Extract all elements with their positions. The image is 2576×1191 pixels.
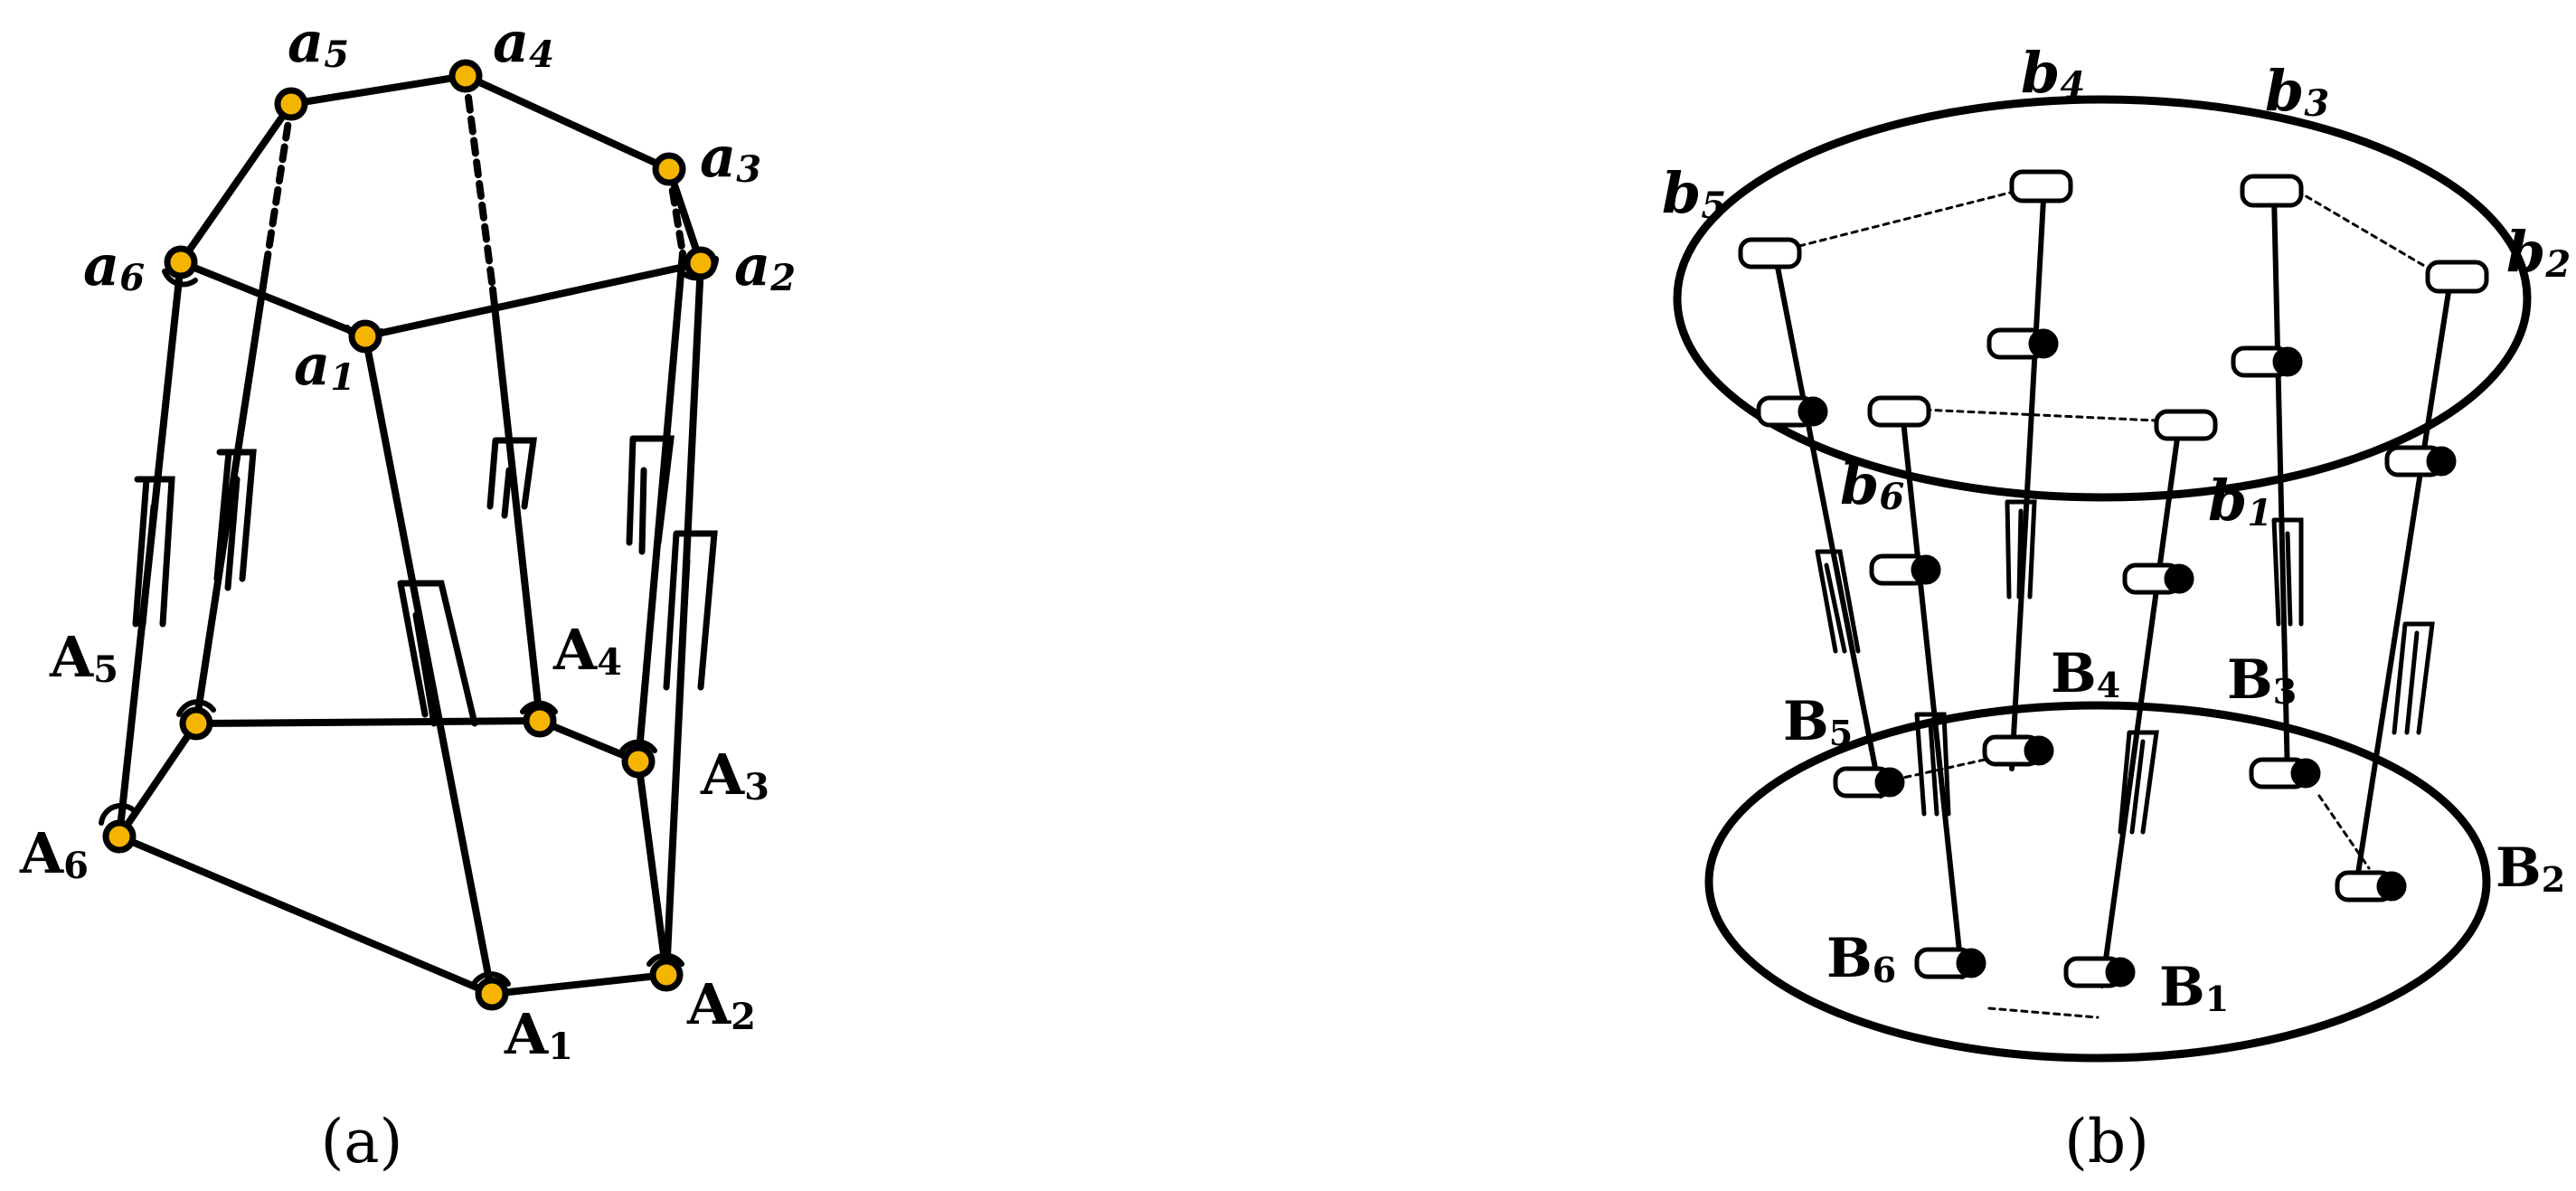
joint-a2 — [684, 246, 718, 280]
label-B1: B1 — [2159, 956, 2229, 1019]
label-A6: A6 — [19, 820, 89, 887]
joints-b — [1738, 169, 2489, 988]
label-B3: B3 — [2227, 648, 2297, 712]
legs-b — [1774, 192, 2453, 988]
label-B5: B5 — [1783, 690, 1853, 753]
label-b5: b5 — [1662, 160, 1726, 227]
joint-A1 — [475, 977, 509, 1011]
labels-a-lower: A1 A2 A3 A4 A5 A6 — [19, 617, 769, 1068]
label-b6: b6 — [1840, 451, 1904, 518]
hidden-edge-a5 — [263, 100, 295, 266]
panel-a — [99, 71, 719, 998]
actuator-sleeves-a — [132, 435, 718, 727]
leg-a5-A5 — [193, 259, 270, 727]
label-A4: A4 — [552, 617, 622, 684]
sleeves-b — [1815, 499, 2435, 835]
label-b2: b2 — [2506, 219, 2571, 286]
joint-a4 — [448, 59, 483, 93]
label-b3: b3 — [2265, 58, 2329, 125]
joint-A2 — [649, 958, 684, 992]
label-B4: B4 — [2051, 642, 2120, 705]
label-a2: a2 — [734, 232, 796, 299]
label-a4: a4 — [493, 9, 554, 76]
upper-ellipse-b — [1673, 95, 2532, 502]
label-a3: a3 — [700, 124, 761, 191]
label-A5: A5 — [49, 624, 118, 691]
joint-a6 — [164, 245, 198, 279]
joint-A3 — [621, 744, 656, 779]
labels-a-upper: a1 a2 a3 a4 a5 a6 — [83, 9, 796, 399]
panel-b — [1673, 95, 2532, 1063]
joint-A6 — [102, 819, 137, 854]
caption-b: (b) — [2064, 1107, 2149, 1177]
label-b1: b1 — [2208, 468, 2272, 534]
joints-a — [102, 59, 718, 1011]
label-a6: a6 — [83, 232, 145, 299]
leg-a1-A1 — [362, 333, 495, 997]
labels-b-upper: b1 b2 b3 b4 b5 b6 — [1662, 40, 2571, 534]
label-a1: a1 — [294, 332, 355, 399]
lower-ellipse-b — [1704, 701, 2491, 1063]
label-a5: a5 — [288, 9, 349, 76]
label-b4: b4 — [2021, 40, 2085, 107]
joint-A4 — [523, 704, 557, 738]
label-B6: B6 — [1826, 927, 1896, 990]
joint-a5 — [274, 87, 308, 121]
hidden-edge-a4 — [462, 72, 496, 293]
labels-b-lower: B1 B2 B3 B4 B5 B6 — [1783, 642, 2565, 1019]
joint-A5 — [179, 706, 213, 741]
leg-a4-A4 — [489, 286, 543, 724]
label-A3: A3 — [700, 742, 769, 808]
label-B2: B2 — [2496, 837, 2565, 900]
caption-a: (a) — [321, 1107, 403, 1177]
joint-a3 — [652, 152, 686, 186]
label-A1: A1 — [504, 1001, 573, 1068]
base-platform-a — [116, 716, 671, 998]
label-A2: A2 — [686, 971, 756, 1038]
joint-a1 — [348, 319, 382, 354]
